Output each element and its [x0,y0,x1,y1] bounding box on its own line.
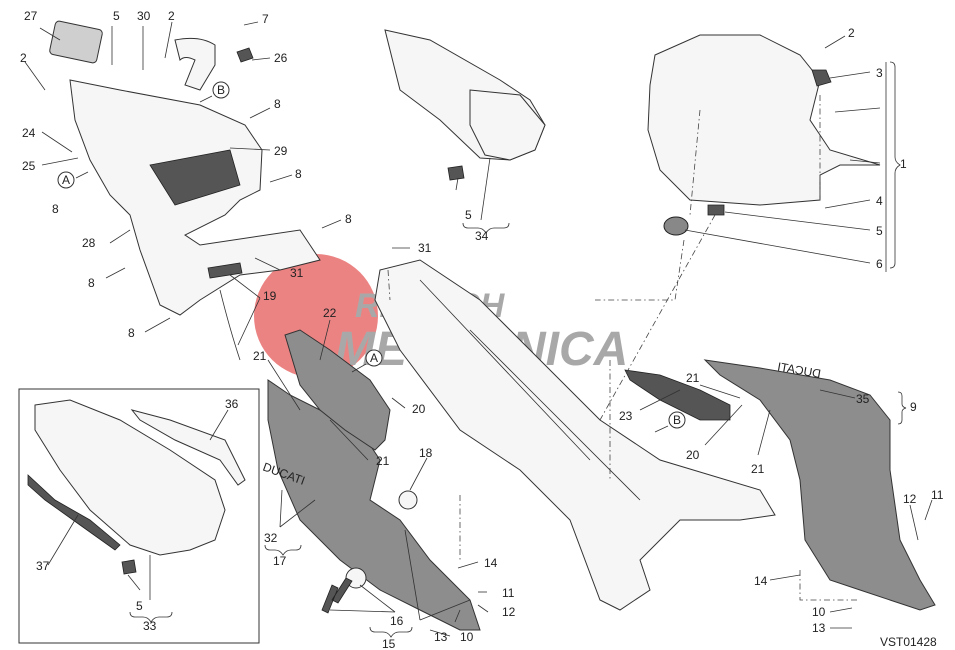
clip-5 [447,165,465,181]
callout-8: 8 [345,212,352,226]
nut-3 [811,69,832,87]
callout-22: 22 [323,306,337,320]
callout-8: 8 [295,167,302,181]
arrow-ref-a2-label: A [370,351,378,365]
callout-8: 8 [274,97,281,111]
callout-24: 24 [22,126,36,140]
callout-12: 12 [903,492,917,506]
lock-assembly [321,490,418,614]
callout-29: 29 [274,144,288,158]
callout-2: 2 [20,51,27,65]
bracket-26 [236,47,254,63]
arrow-ref-b-right: B [654,411,686,433]
grommet-18 [398,490,418,510]
arrow-ref-a-label: A [62,173,70,187]
callout-34: 34 [475,229,489,243]
callout-8: 8 [128,326,135,340]
watermark-disc [254,254,378,378]
callout-21: 21 [751,462,765,476]
callout-20: 20 [412,402,426,416]
callout-26: 26 [274,51,288,65]
tail-undertray [49,20,321,361]
callout-18: 18 [419,446,433,460]
arrow-ref-a-left: A [57,171,89,189]
callout-35: 35 [856,392,870,406]
cable-19 [219,289,241,361]
callout-36: 36 [225,397,239,411]
callout-8: 8 [88,276,95,290]
strip-36 [130,409,246,486]
callout-1: 1 [900,157,907,171]
panel-22 [284,329,391,451]
arrow-ref-b2-label: B [673,413,681,427]
callout-10: 10 [460,630,474,644]
drawing-code: VST01428 [880,635,937,649]
callout-14: 14 [484,556,498,570]
callout-7: 7 [262,12,269,26]
callout-19: 19 [263,289,277,303]
callout-2: 2 [848,26,855,40]
callout-9: 9 [910,400,917,414]
callout-21: 21 [686,371,700,385]
callout-5: 5 [113,9,120,23]
rubber-6 [663,216,689,236]
callout-6: 6 [876,257,883,271]
callout-11: 11 [502,586,515,600]
callout-5: 5 [465,208,472,222]
callout-30: 30 [137,9,151,23]
callout-16: 16 [390,614,404,628]
callout-12: 12 [502,605,516,619]
inset-seat [27,399,246,575]
callout-31: 31 [418,241,432,255]
passenger-seat [384,29,546,181]
callout-3: 3 [876,66,883,80]
callout-labels: 27 5 30 2 7 26 2 8 24 25 29 8 8 8 28 31 … [20,9,944,650]
callout-33: 33 [143,619,157,633]
callout-21: 21 [253,349,267,363]
callout-11: 11 [931,488,944,502]
rider-seat [647,34,887,272]
callout-27: 27 [24,9,38,23]
rubber-pad [49,20,103,64]
callout-37: 37 [36,559,50,573]
arrow-ref-b-top: B [199,81,230,103]
callout-8: 8 [52,202,59,216]
leader-lines [24,21,933,637]
callout-23: 23 [619,409,633,423]
callout-2: 2 [168,9,175,23]
cover-23 [624,369,731,421]
callout-5: 5 [136,599,143,613]
arrow-ref-a-center: A [351,349,383,373]
callout-17: 17 [273,554,287,568]
callout-10: 10 [812,605,826,619]
group-braces [129,61,907,638]
callout-31: 31 [290,266,304,280]
callout-4: 4 [876,194,883,208]
side-panel-left: DUCATI [261,329,481,631]
clip-5d [121,559,137,575]
clip-5c [707,204,725,216]
hinge-19 [207,262,243,279]
callout-32: 32 [264,531,278,545]
strip-37 [27,474,121,551]
callout-20: 20 [686,448,700,462]
callout-13: 13 [434,630,448,644]
callout-13: 13 [812,621,826,635]
callout-5: 5 [876,224,883,238]
side-panel-right: DUCATI [624,359,936,611]
callout-25: 25 [22,159,36,173]
callout-21: 21 [376,454,390,468]
callout-14: 14 [754,574,768,588]
arrow-ref-b-label: B [217,83,225,97]
subframe [374,259,776,611]
callout-15: 15 [382,637,396,650]
callout-28: 28 [82,236,96,250]
